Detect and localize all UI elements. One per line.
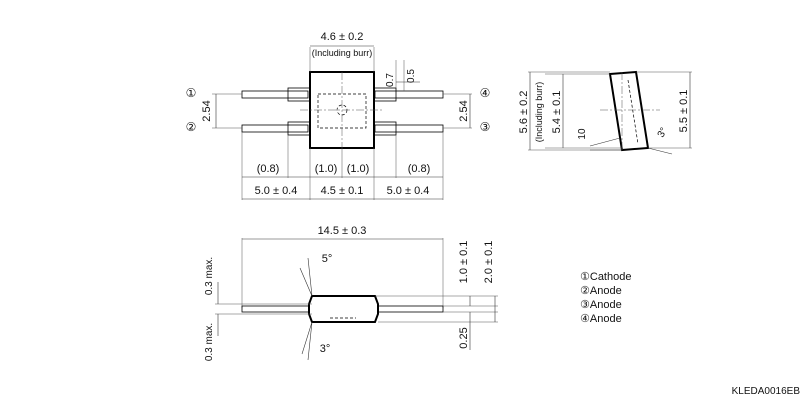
side-view: 5.6 ± 0.2 (Including burr) 5.4 ± 0.1 5.5… (518, 70, 692, 155)
front-lead-left (241, 305, 313, 313)
pin2-marker: ② (186, 120, 197, 134)
pitch-left-label: 2.54 (201, 100, 213, 121)
lead-width-05-label: 0.5 (406, 69, 417, 83)
pin1-marker: ① (186, 86, 197, 100)
side-height-55-label: 5.5 ± 0.1 (678, 90, 690, 133)
gap-08-right-label: (0.8) (408, 163, 431, 175)
pin-legend: ①Cathode ②Anode ③Anode ④Anode (580, 271, 631, 325)
legend-item: ③Anode (580, 299, 622, 311)
front-view: 14.5 ± 0.3 1.0 ± 0.1 2.0 ± 0.1 0.25 0.3 … (204, 225, 498, 361)
front-max-bottom-label: 0.3 max. (204, 323, 215, 361)
legend-item: ②Anode (580, 285, 622, 297)
side-burr-note: (Including burr) (534, 82, 544, 143)
lead-len-left-label: 5.0 ± 0.4 (255, 185, 298, 197)
drawing-code: KLEDA0016EB (732, 386, 801, 397)
top-burr-note: (Including burr) (312, 48, 373, 58)
pin3-marker: ③ (480, 120, 491, 134)
legend-item: ①Cathode (580, 271, 631, 283)
side-body (608, 70, 650, 152)
front-dim-20-label: 2.0 ± 0.1 (483, 241, 495, 284)
pin4-marker: ④ (480, 86, 491, 100)
legend-item: ④Anode (580, 313, 622, 325)
lead-width-07-label: 0.7 (385, 73, 396, 87)
front-max-top-label: 0.3 max. (204, 257, 215, 295)
front-total-len-label: 14.5 ± 0.3 (318, 225, 367, 237)
lead-len-right-label: 5.0 ± 0.4 (387, 185, 430, 197)
top-view: 4.6 ± 0.2 (Including burr) 0.7 0.5 2.54 … (186, 31, 491, 200)
side-height-56-label: 5.6 ± 0.2 (518, 91, 530, 134)
front-angle-5-label: 5° (322, 253, 333, 265)
front-lead-right (374, 305, 444, 313)
side-height-54-label: 5.4 ± 0.1 (551, 91, 563, 134)
side-angle-10-label: 10 (577, 128, 588, 140)
front-body (308, 295, 379, 323)
front-angle-3-label: 3° (320, 343, 331, 355)
front-dim-025-label: 0.25 (458, 327, 470, 348)
side-angle-3-label: 3° (656, 126, 670, 140)
front-dim-10-label: 1.0 ± 0.1 (458, 241, 470, 284)
body-len-label: 4.5 ± 0.1 (321, 185, 364, 197)
pitch-right-label: 2.54 (458, 100, 470, 121)
gap-10-left-label: (1.0) (315, 163, 338, 175)
gap-10-right-label: (1.0) (347, 163, 370, 175)
top-body-width-label: 4.6 ± 0.2 (321, 31, 364, 43)
gap-08-left-label: (0.8) (257, 163, 280, 175)
